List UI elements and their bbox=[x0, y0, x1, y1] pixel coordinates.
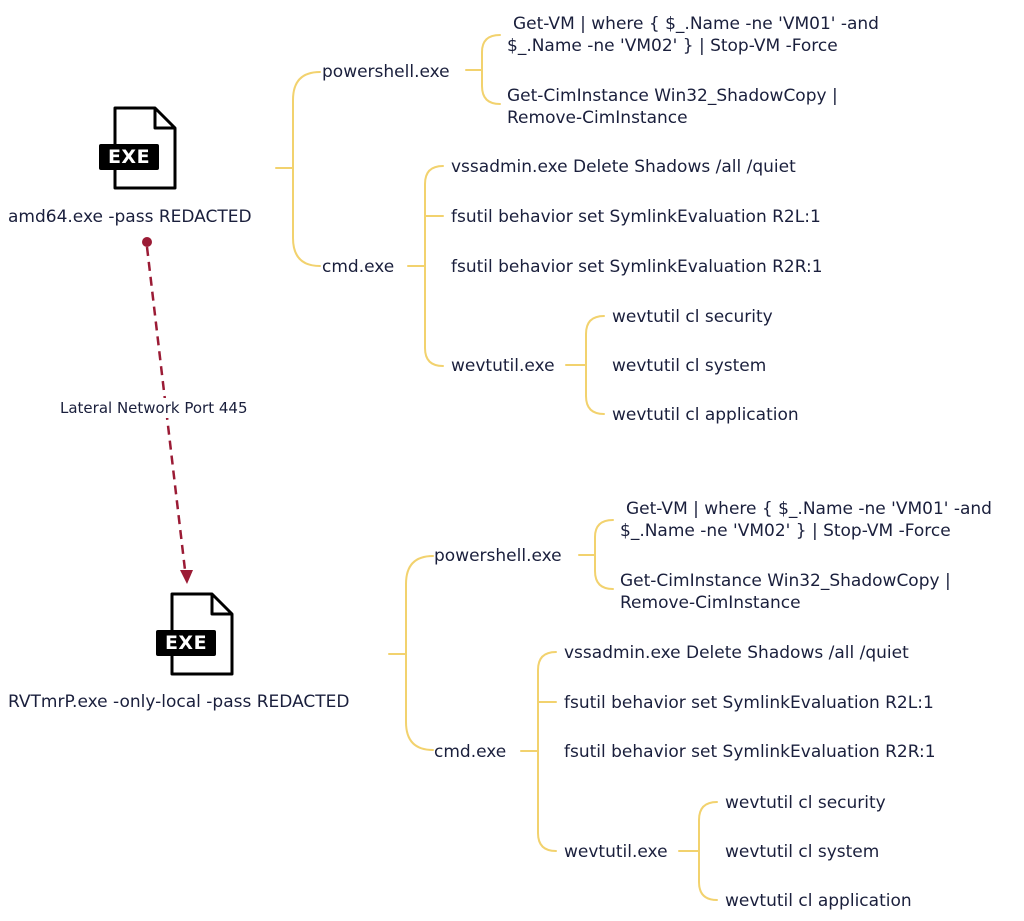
arrow-head bbox=[180, 570, 193, 584]
host-2-wevtutil-node: wevtutil.exe bbox=[564, 842, 668, 862]
host-1-cmd-command: vssadmin.exe Delete Shadows /all /quiet bbox=[451, 157, 796, 177]
powershell-bracket bbox=[578, 519, 614, 590]
host-1-wevtutil-command: wevtutil cl system bbox=[612, 356, 767, 376]
host-1-cmd-command: fsutil behavior set SymlinkEvaluation R2… bbox=[451, 257, 823, 277]
wevtutil-bracket bbox=[678, 801, 718, 901]
powershell-bracket bbox=[465, 34, 501, 105]
host-1-ps-cmd-2-line-2: Remove-CimInstance bbox=[507, 108, 688, 128]
host-1-brackets bbox=[275, 34, 605, 415]
exe-file-icon: EXE bbox=[156, 590, 236, 678]
host-1-cmd-command: fsutil behavior set SymlinkEvaluation R2… bbox=[451, 207, 821, 227]
host-1-ps-cmd-2-line-1: Get-CimInstance Win32_ShadowCopy | bbox=[507, 86, 838, 106]
host-1-ps-cmd-1-line-2: $_.Name -ne 'VM02' } | Stop-VM -Force bbox=[507, 36, 838, 56]
host-1-powershell-node: powershell.exe bbox=[322, 62, 450, 82]
exe-file-icon: EXE bbox=[99, 104, 179, 192]
host-2-wevtutil-command: wevtutil cl system bbox=[725, 842, 880, 862]
host-1-wevtutil-command: wevtutil cl application bbox=[612, 405, 799, 425]
lateral-movement-label: Lateral Network Port 445 bbox=[58, 398, 250, 418]
host-2-ps-cmd-2-line-2: Remove-CimInstance bbox=[620, 593, 801, 613]
exe-badge: EXE bbox=[156, 630, 216, 656]
host-1-ps-cmd-1-line-1: Get-VM | where { $_.Name -ne 'VM01' -and bbox=[513, 14, 879, 34]
host-2-brackets bbox=[388, 519, 718, 901]
host-1-wevtutil-command: wevtutil cl security bbox=[612, 307, 773, 327]
lateral-movement-arrow bbox=[142, 237, 193, 584]
main-bracket bbox=[275, 71, 321, 267]
host-2-process-label: RVTmrP.exe -only-local -pass REDACTED bbox=[8, 692, 350, 712]
host-2-wevtutil-command: wevtutil cl security bbox=[725, 793, 886, 813]
host-2-wevtutil-command: wevtutil cl application bbox=[725, 891, 912, 911]
exe-badge: EXE bbox=[99, 144, 159, 170]
host-2-ps-cmd-2-line-1: Get-CimInstance Win32_ShadowCopy | bbox=[620, 571, 951, 591]
host-2-cmd-node: cmd.exe bbox=[434, 742, 507, 762]
host-2-ps-cmd-1-line-2: $_.Name -ne 'VM02' } | Stop-VM -Force bbox=[620, 521, 951, 541]
arrow-start-dot bbox=[142, 237, 152, 247]
host-1-wevtutil-node: wevtutil.exe bbox=[451, 356, 555, 376]
host-1-process-label: amd64.exe -pass REDACTED bbox=[8, 207, 252, 227]
host-2-cmd-command: fsutil behavior set SymlinkEvaluation R2… bbox=[564, 742, 936, 762]
main-bracket bbox=[388, 555, 434, 751]
host-2-ps-cmd-1-line-1: Get-VM | where { $_.Name -ne 'VM01' -and bbox=[626, 499, 992, 519]
cmd-bracket bbox=[520, 651, 557, 852]
wevtutil-bracket bbox=[565, 315, 605, 415]
cmd-bracket bbox=[407, 165, 444, 367]
arrow-line bbox=[145, 246, 187, 571]
host-2-cmd-command: vssadmin.exe Delete Shadows /all /quiet bbox=[564, 643, 909, 663]
host-1-cmd-node: cmd.exe bbox=[322, 257, 395, 277]
host-2-cmd-command: fsutil behavior set SymlinkEvaluation R2… bbox=[564, 693, 934, 713]
host-2-powershell-node: powershell.exe bbox=[434, 546, 562, 566]
